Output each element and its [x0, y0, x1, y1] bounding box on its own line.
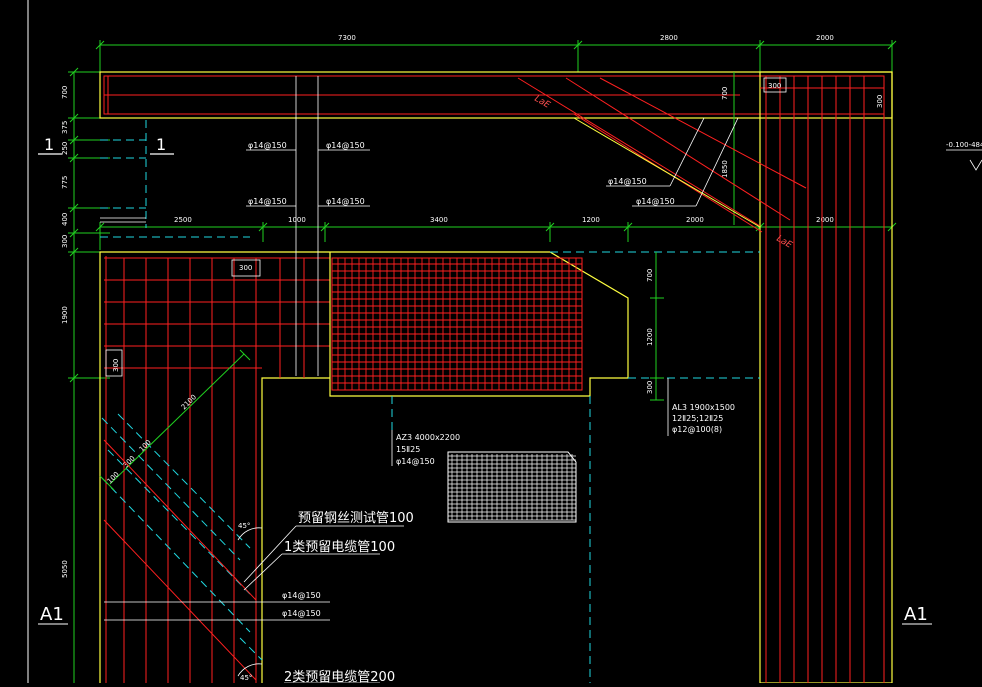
al3-name: AL3 1900x1500	[672, 403, 735, 412]
section-marker-left: 1	[44, 135, 54, 154]
az3-right-dims	[650, 252, 664, 401]
az3-dim-1200: 1200	[646, 328, 654, 346]
rebar-label-6: φ14@150	[636, 197, 675, 206]
top-diagonal-outline	[573, 117, 761, 228]
rebar-leaders	[246, 76, 739, 376]
left-dim-300: 300	[61, 235, 69, 248]
left-dim-5050: 5050	[61, 560, 69, 578]
az3-dim-300: 300	[646, 381, 654, 394]
diag-dim-100b: 100	[138, 438, 153, 453]
top-dim-7300: 7300	[338, 34, 356, 42]
diag-dim-100a: 100	[106, 470, 121, 485]
left-block-dim-300v: 300	[112, 359, 120, 372]
az3-stirrup: φ14@150	[396, 457, 435, 466]
left-diagonal-rebars	[103, 439, 257, 681]
left-section-outline	[99, 251, 330, 683]
az3-name: AZ3 4000x2200	[396, 433, 460, 442]
pipe-label-1: 预留钢丝测试管100	[298, 511, 414, 526]
lae-label-right: LaE	[775, 234, 794, 251]
left-short-hatch	[100, 217, 146, 223]
top-dim-2000: 2000	[816, 34, 834, 42]
top-dimension-chain	[95, 40, 897, 72]
left-diagonal-dim	[99, 349, 251, 491]
axis-marker-right: A1	[904, 604, 928, 625]
az3-main-rebar: 15Ⅱ25	[396, 445, 420, 454]
top-right-dim-300b: 300	[876, 95, 884, 108]
rebar-label-5: φ14@150	[608, 177, 647, 186]
left-block-300-box	[231, 259, 261, 277]
mid-dim-3400: 3400	[430, 216, 448, 224]
mid-dim-2500: 2500	[174, 216, 192, 224]
left-dim-250: 250	[61, 142, 69, 155]
left-block-dim-300: 300	[239, 264, 252, 272]
left-dim-700: 700	[61, 86, 69, 99]
left-dim-1900: 1900	[61, 306, 69, 324]
axis-marker-left: A1	[40, 604, 64, 625]
az3-block	[329, 251, 629, 397]
al3-stirrup: φ12@100(8)	[672, 425, 722, 434]
elevation-mark	[946, 149, 982, 171]
mid-dim-2000b: 2000	[816, 216, 834, 224]
az3-dim-700: 700	[646, 269, 654, 282]
pipe-label-3: 2类预留电缆管200	[284, 669, 395, 683]
bottom-rebar-label-2: φ14@150	[282, 609, 321, 618]
elevation-label: -0.100-484	[946, 141, 982, 149]
al3-main-rebar: 12Ⅱ25;12Ⅱ25	[672, 414, 723, 423]
section-marker-right: 1	[156, 135, 166, 154]
left-dimension-chain	[68, 67, 110, 683]
mid-dim-2000a: 2000	[686, 216, 704, 224]
top-right-dim-700: 700	[721, 87, 729, 100]
left-dim-375: 375	[61, 121, 69, 134]
al3-grid-block	[447, 451, 577, 523]
middle-dimension-chain	[95, 222, 897, 250]
bottom-rebar-label-1: φ14@150	[282, 591, 321, 600]
mid-dim-1000: 1000	[288, 216, 306, 224]
hidden-dashed-lines	[100, 120, 760, 683]
rebar-label-3: φ14@150	[248, 197, 287, 206]
rebar-label-4: φ14@150	[326, 197, 365, 206]
top-diagonal-rebars	[517, 77, 807, 233]
mid-dim-1200: 1200	[582, 216, 600, 224]
rebar-label-1: φ14@150	[248, 141, 287, 150]
left-block-300v-box	[105, 349, 123, 377]
diag-dim-2100: 2100	[180, 393, 198, 411]
left-dim-400: 400	[61, 213, 69, 226]
angle-label-1: 45°	[238, 522, 250, 530]
top-beam	[99, 71, 893, 119]
pipe-label-2: 1类预留电缆管100	[284, 539, 395, 555]
angle-label-2: 45°	[240, 674, 252, 682]
diag-dim-1850: 1850	[721, 160, 729, 178]
top-right-dim-300: 300	[768, 82, 781, 90]
left-dim-775: 775	[61, 176, 69, 189]
rebar-label-2: φ14@150	[326, 141, 365, 150]
right-column	[759, 71, 893, 684]
top-dim-2800: 2800	[660, 34, 678, 42]
